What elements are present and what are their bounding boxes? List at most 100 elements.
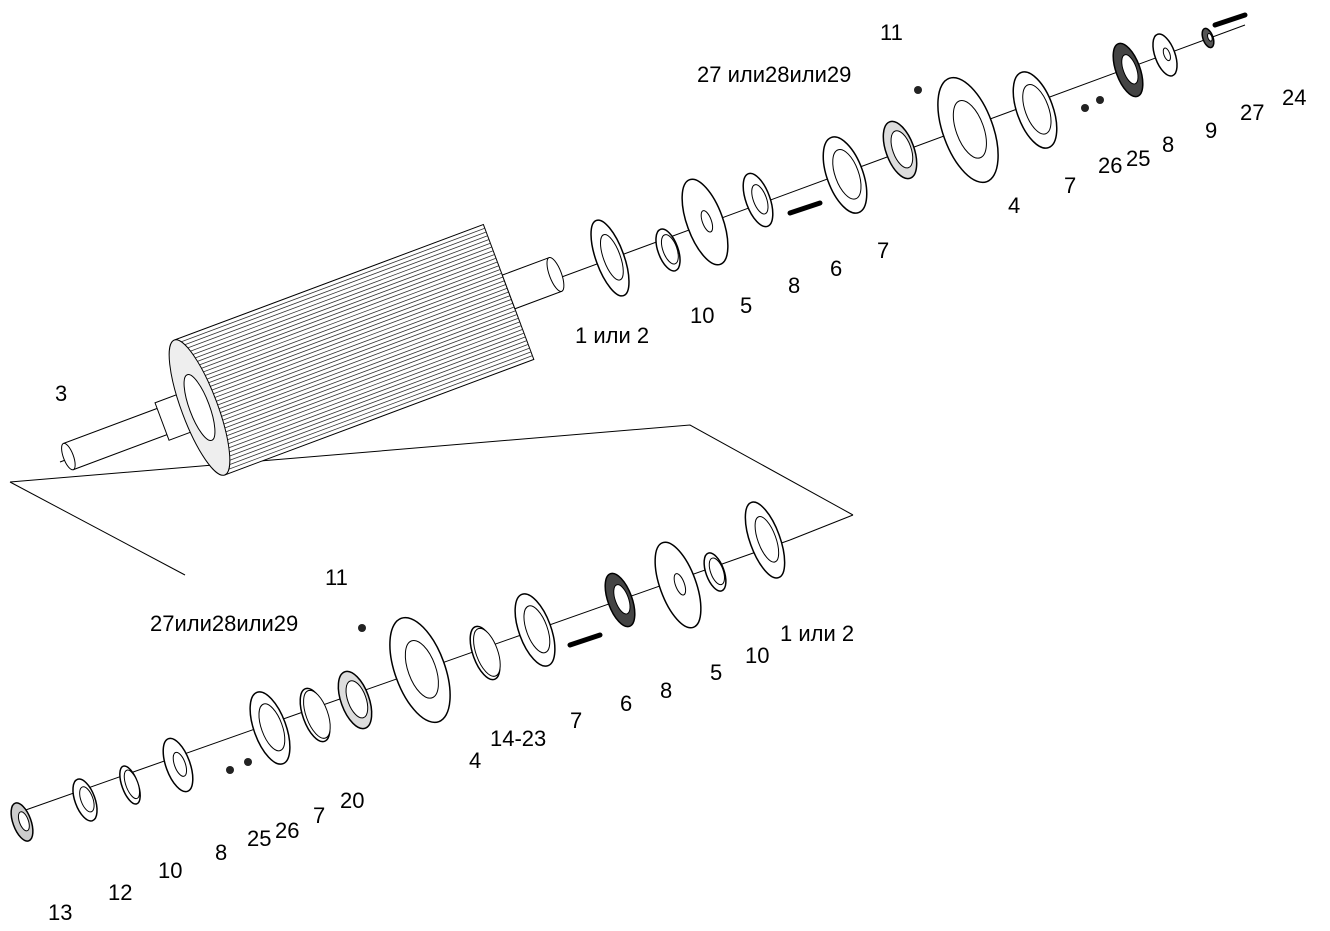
label: 5 xyxy=(710,660,722,685)
roller-rib xyxy=(203,302,513,420)
roller-rib xyxy=(211,325,522,442)
label: 5 xyxy=(740,293,752,318)
roller-rib xyxy=(216,336,526,453)
ring xyxy=(703,552,727,592)
nut xyxy=(10,802,34,842)
roller-rib xyxy=(197,287,508,405)
roller-rib xyxy=(188,261,498,378)
label: 7 xyxy=(570,708,582,733)
roller-rib xyxy=(209,317,519,435)
label: 26 xyxy=(275,818,299,843)
roller-rib xyxy=(186,257,497,375)
small-fitting xyxy=(244,758,252,766)
flange-plate xyxy=(744,501,786,579)
label: 4 xyxy=(469,748,481,773)
label: 8 xyxy=(788,273,800,298)
small-fitting xyxy=(358,624,366,632)
roller-rib xyxy=(196,284,506,401)
roller-rib xyxy=(210,321,520,438)
label: 4 xyxy=(1008,193,1020,218)
roller-rib xyxy=(189,265,499,382)
roller-rib xyxy=(202,299,512,416)
label: 27или28или29 xyxy=(150,611,298,636)
roller-rib xyxy=(179,239,490,356)
roller-shaft-part-3 xyxy=(61,223,565,476)
seal xyxy=(604,572,636,628)
parts xyxy=(10,12,1248,842)
label: 8 xyxy=(660,678,672,703)
label: 8 xyxy=(215,840,227,865)
nut xyxy=(1201,27,1215,49)
shim xyxy=(299,687,331,743)
roller-rib xyxy=(221,351,532,468)
roller-rib xyxy=(183,250,494,367)
plane-outline-left xyxy=(9,481,186,576)
roller-rib xyxy=(181,242,491,360)
label: 7 xyxy=(313,803,325,828)
roller-rib xyxy=(185,254,495,371)
disc xyxy=(654,541,702,629)
label: 6 xyxy=(620,691,632,716)
ring xyxy=(119,765,141,805)
label: 12 xyxy=(108,880,132,905)
roller-rib xyxy=(193,276,504,393)
roller-rib xyxy=(178,235,488,352)
pin xyxy=(567,632,603,648)
bearing xyxy=(882,120,918,180)
label: 11 xyxy=(325,565,348,590)
label: 20 xyxy=(340,788,364,813)
cover xyxy=(822,136,868,214)
roller-rib xyxy=(195,280,505,397)
roller-rib xyxy=(190,269,501,386)
roller-rib xyxy=(175,227,485,345)
pin xyxy=(1212,12,1248,28)
roller-rib xyxy=(182,246,492,363)
disc xyxy=(681,178,729,266)
roller-rib xyxy=(214,332,525,450)
seal xyxy=(742,172,774,228)
roller-rib xyxy=(204,306,515,423)
label: 8 xyxy=(1162,132,1174,157)
label: 1 или 2 xyxy=(575,323,649,348)
cover xyxy=(249,691,291,765)
shim xyxy=(469,625,501,681)
top-assembly-labels: 11 27 или28или29 24 27 9 8 25 26 7 4 7 6… xyxy=(55,20,1306,406)
housing xyxy=(389,616,451,724)
label: 27 или28или29 xyxy=(697,62,851,87)
bearing xyxy=(337,670,373,730)
label: 1 или 2 xyxy=(780,621,854,646)
label: 26 xyxy=(1098,153,1122,178)
label: 13 xyxy=(48,900,72,925)
roller-rib xyxy=(199,291,509,408)
cover xyxy=(514,593,556,667)
roller-rib xyxy=(192,272,502,390)
small-fitting xyxy=(914,86,922,94)
bottom-assembly-labels: 11 27или28или29 1 или 2 10 5 8 6 7 14-23… xyxy=(48,565,854,925)
seal xyxy=(1112,42,1144,98)
label: 14-23 xyxy=(490,726,546,751)
roller-rib xyxy=(220,347,530,465)
label: 11 xyxy=(880,20,903,45)
label: 7 xyxy=(877,238,889,263)
roller-rib xyxy=(213,329,523,446)
roller-rib xyxy=(207,314,518,431)
label: 7 xyxy=(1064,173,1076,198)
washer xyxy=(1152,33,1178,77)
small-fitting xyxy=(1081,104,1089,112)
label: 27 xyxy=(1240,100,1264,125)
label: 10 xyxy=(158,858,182,883)
roller-rib xyxy=(206,310,516,427)
flange-plate xyxy=(590,219,630,297)
roller-rib xyxy=(200,295,511,412)
label: 25 xyxy=(247,826,271,851)
plane-outline-right xyxy=(789,514,854,541)
label: 10 xyxy=(745,643,769,668)
roller-rib xyxy=(223,355,533,472)
washer xyxy=(72,778,98,822)
label: 9 xyxy=(1205,118,1217,143)
cover xyxy=(1012,71,1058,149)
roller-rib xyxy=(176,231,487,348)
roller-rib xyxy=(218,344,529,461)
